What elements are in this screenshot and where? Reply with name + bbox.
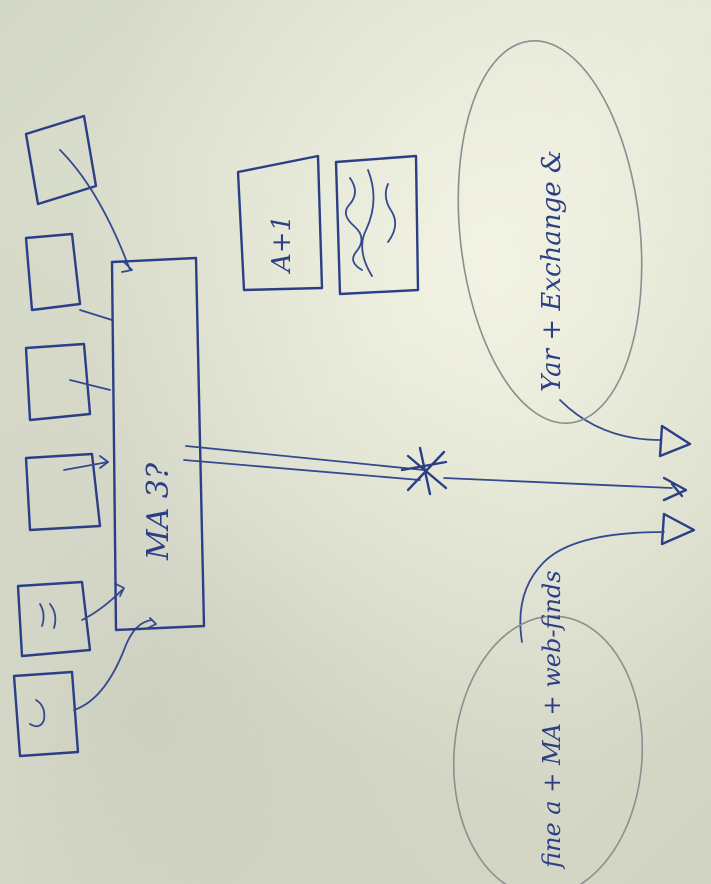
hub-box	[110, 256, 206, 632]
uplink-node-2	[662, 476, 688, 502]
device-box-1-glyph	[29, 699, 46, 728]
uplink-curve-bottom	[519, 531, 665, 643]
device-box-4	[24, 342, 92, 422]
device-box-5	[24, 232, 82, 312]
router-icon	[400, 446, 448, 496]
box-connectors	[59, 149, 157, 711]
uplink-node-3	[660, 512, 696, 546]
device-box-2-glyph	[39, 603, 57, 629]
device-boxes	[12, 114, 102, 758]
cloud-bottom	[452, 615, 644, 884]
server-box-1-label: A+1	[267, 215, 297, 274]
cloud-top	[457, 40, 643, 424]
connector-1	[73, 619, 153, 711]
server-boxes: A+1	[236, 154, 420, 296]
cloud-bottom-label: fine a + MA + web-finds	[538, 570, 566, 870]
server-box-2-scribble	[344, 169, 397, 277]
uplink-nodes	[519, 399, 696, 643]
device-box-2	[16, 580, 92, 658]
device-box-3	[24, 452, 102, 532]
uplink-node-1	[658, 424, 692, 458]
connector-6	[59, 149, 131, 271]
connector-5	[79, 309, 113, 321]
router-uplink	[443, 477, 673, 489]
connector-3	[63, 461, 109, 471]
device-box-6	[24, 114, 98, 206]
hub-router-link	[185, 445, 425, 471]
server-box-1	[236, 154, 324, 292]
server-box-2	[334, 154, 420, 296]
device-box-1	[12, 670, 80, 758]
cloud-top-label: Yar + Exchange &	[537, 150, 567, 392]
hub-label: MA 3?	[141, 462, 176, 561]
connector-4	[69, 379, 111, 391]
connector-2	[81, 589, 123, 621]
uplink-curve-top	[559, 399, 661, 441]
